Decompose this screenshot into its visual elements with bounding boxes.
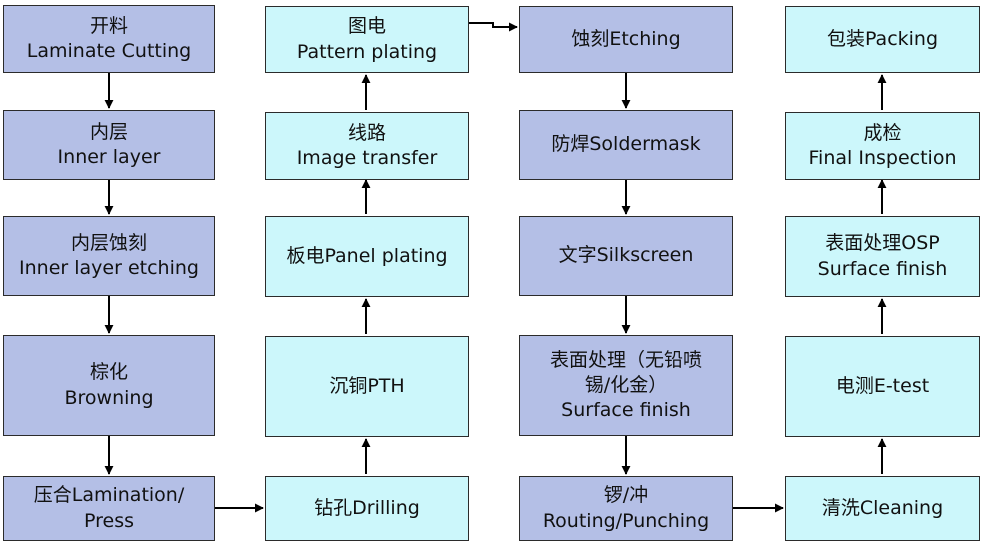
step-surface-finish-osp-line-2: Surface finish	[817, 257, 948, 280]
step-inner-etching: 内层蚀刻 Inner layer etching	[3, 216, 215, 296]
step-final-inspection-line-2: Final Inspection	[808, 147, 957, 169]
step-surface-finish-osp-line-1: 表面处理OSP	[825, 232, 940, 255]
step-soldermask-line-1: 防焊Soldermask	[551, 133, 701, 156]
step-inner-etching-line-2: Inner layer etching	[19, 257, 199, 279]
step-surface-finish-osp: 表面处理OSP Surface finish	[785, 216, 980, 297]
step-e-test-line-1: 电测E-test	[835, 374, 930, 397]
step-image-transfer-line-1: 线路	[347, 121, 386, 144]
step-e-test: 电测E-test	[785, 336, 980, 437]
step-silkscreen-line-1: 文字Silkscreen	[558, 244, 694, 267]
step-routing-line-2: Routing/Punching	[542, 509, 710, 532]
step-browning: 棕化 Browning	[3, 335, 215, 436]
step-lamination-line-1: 压合Lamination/	[33, 484, 185, 507]
step-soldermask: 防焊Soldermask	[519, 110, 733, 180]
step-image-transfer-line-2: Image transfer	[296, 147, 438, 169]
step-browning-line-1: 棕化	[89, 361, 128, 384]
step-cutting-line-2: Laminate Cutting	[26, 40, 192, 62]
step-lamination-line-2: Press	[83, 509, 134, 532]
step-routing: 锣/冲 Routing/Punching	[519, 476, 733, 541]
step-inner-layer: 内层 Inner layer	[3, 110, 215, 180]
arrow-pattern-to-etching	[469, 22, 518, 32]
step-routing-line-1: 锣/冲	[603, 484, 649, 507]
step-inner-layer-line-2: Inner layer	[57, 146, 161, 168]
step-lamination: 压合Lamination/ Press	[3, 476, 215, 541]
step-cutting-line-1: 开料	[89, 14, 128, 37]
step-surface-finish-hasl: 表面处理（无铅喷 锡/化金） Surface finish	[519, 335, 733, 436]
step-pattern-plating: 图电 Pattern plating	[265, 6, 469, 73]
step-inner-layer-line-1: 内层	[89, 120, 128, 143]
step-cleaning: 清洗Cleaning	[785, 476, 980, 541]
step-pth-line-1: 沉铜PTH	[329, 374, 405, 397]
step-cleaning-line-1: 清洗Cleaning	[821, 496, 944, 519]
step-drilling: 钻孔Drilling	[265, 476, 469, 541]
step-surface-finish-hasl-line-1: 表面处理（无铅喷	[549, 348, 702, 371]
step-panel-plating-line-1: 板电Panel plating	[286, 244, 448, 267]
step-image-transfer: 线路 Image transfer	[265, 112, 469, 180]
step-packing: 包装Packing	[785, 6, 980, 73]
step-inner-etching-line-1: 内层蚀刻	[70, 231, 147, 254]
step-pattern-plating-line-1: 图电	[347, 15, 386, 38]
step-panel-plating: 板电Panel plating	[265, 216, 469, 297]
step-pattern-plating-line-2: Pattern plating	[296, 40, 438, 63]
step-drilling-line-1: 钻孔Drilling	[314, 496, 420, 519]
step-cutting: 开料 Laminate Cutting	[3, 5, 215, 73]
step-browning-line-2: Browning	[64, 386, 154, 409]
step-pth: 沉铜PTH	[265, 336, 469, 437]
step-packing-line-1: 包装Packing	[826, 27, 939, 50]
step-final-inspection-line-1: 成检	[863, 121, 902, 144]
step-etching: 蚀刻Etching	[519, 6, 733, 73]
step-silkscreen: 文字Silkscreen	[519, 216, 733, 296]
step-surface-finish-hasl-line-2: 锡/化金）	[584, 373, 668, 396]
step-final-inspection: 成检 Final Inspection	[785, 112, 980, 180]
step-surface-finish-hasl-line-3: Surface finish	[561, 399, 691, 422]
step-etching-line-1: 蚀刻Etching	[571, 27, 681, 50]
